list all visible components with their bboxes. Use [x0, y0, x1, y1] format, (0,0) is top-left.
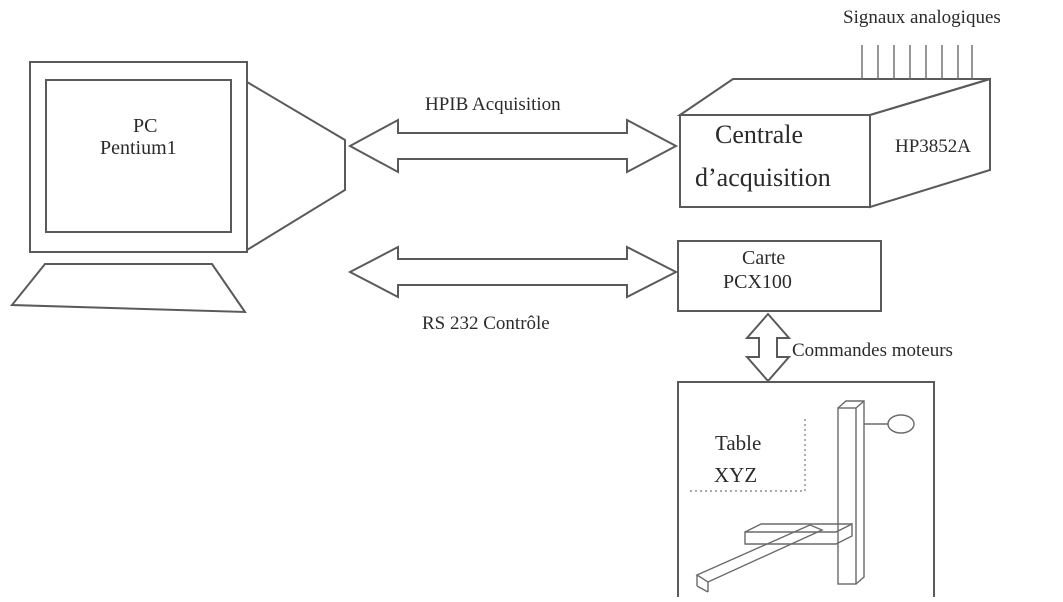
xyz-column-edge: [855, 400, 865, 409]
acquisition-unit: [676, 45, 991, 209]
card-label-line2: PCX100: [723, 271, 792, 293]
hpib-double-arrow: [347, 118, 679, 174]
acquisition-title-line2: d’acquisition: [695, 163, 831, 192]
acquisition-top-face: [676, 78, 991, 116]
rs232-double-arrow: [347, 245, 679, 299]
signals-label: Signaux analogiques: [843, 7, 1001, 28]
xyz-column-depth: [837, 400, 865, 585]
table-label-line1: Table: [715, 431, 762, 455]
monitor-screen: [45, 79, 232, 233]
xyz-diagonal-bar: [695, 524, 824, 583]
xyz-column: [837, 407, 857, 585]
probe-head: [887, 414, 915, 434]
motors-label: Commandes moteurs: [792, 340, 953, 361]
pc-model-label: Pentium1: [100, 137, 177, 159]
hpib-label: HPIB Acquisition: [425, 94, 561, 115]
card-label-line1: Carte: [742, 247, 786, 269]
table-label-line2: XYZ: [714, 463, 758, 487]
pc-computer: [9, 61, 346, 314]
motor-double-arrow: [744, 312, 792, 383]
card-box: [677, 240, 882, 312]
monitor-frame: [29, 61, 248, 253]
acquisition-title-line1: Centrale: [715, 120, 804, 149]
rs232-label: RS 232 Contrôle: [422, 313, 550, 334]
xyz-diagonal-end: [696, 585, 709, 593]
pc-label: PC: [133, 115, 158, 137]
acquisition-front-face: [679, 114, 871, 208]
xyz-rail: [744, 522, 853, 545]
keyboard: [9, 263, 247, 314]
table-label-corner: [690, 418, 806, 492]
acquisition-model-label: HP3852A: [895, 136, 972, 157]
monitor-back: [246, 80, 346, 252]
xyz-table: [677, 381, 935, 597]
xyz-rail-edge: [744, 523, 762, 533]
table-frame: [677, 381, 935, 597]
